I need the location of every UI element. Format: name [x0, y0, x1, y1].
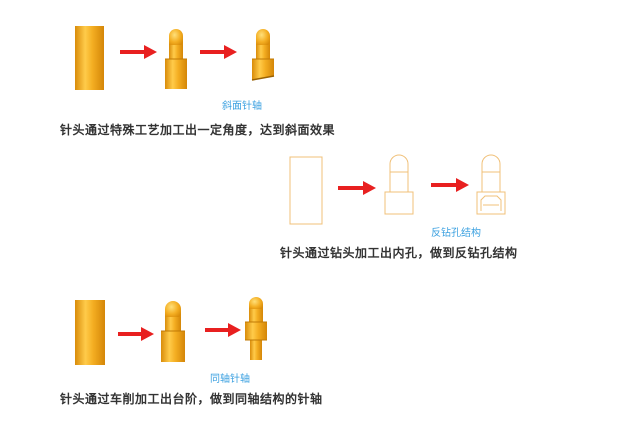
section2-description: 针头通过钻头加工出内孔，做到反钻孔结构 [280, 246, 518, 260]
drilled-pin-outline [476, 154, 506, 215]
section2-figures [289, 154, 506, 225]
formed-pin-1 [165, 29, 187, 89]
formed-pin-3 [161, 301, 185, 362]
section3-figures [75, 297, 267, 365]
section1-caption: 斜面针轴 [222, 101, 262, 112]
raw-cylinder-3 [75, 300, 105, 365]
section3-description: 针头通过车削加工出台阶，做到同轴结构的针轴 [60, 392, 323, 406]
section2-caption: 反钻孔结构 [431, 228, 481, 239]
arrow-1a [120, 45, 157, 59]
arrow-2b [431, 178, 469, 192]
arrow-3b [205, 323, 241, 337]
coaxial-pin [245, 297, 267, 360]
arrow-1b [200, 45, 237, 59]
section1-figures [75, 26, 275, 90]
bevel-pin [251, 29, 275, 81]
raw-cylinder-outline [289, 156, 323, 225]
arrow-3a [118, 327, 154, 341]
section3-caption: 同轴针轴 [210, 374, 250, 385]
formed-pin-outline [384, 154, 414, 215]
raw-cylinder-1 [75, 26, 104, 90]
section1-description: 针头通过特殊工艺加工出一定角度，达到斜面效果 [60, 123, 336, 137]
arrow-2a [338, 181, 376, 195]
